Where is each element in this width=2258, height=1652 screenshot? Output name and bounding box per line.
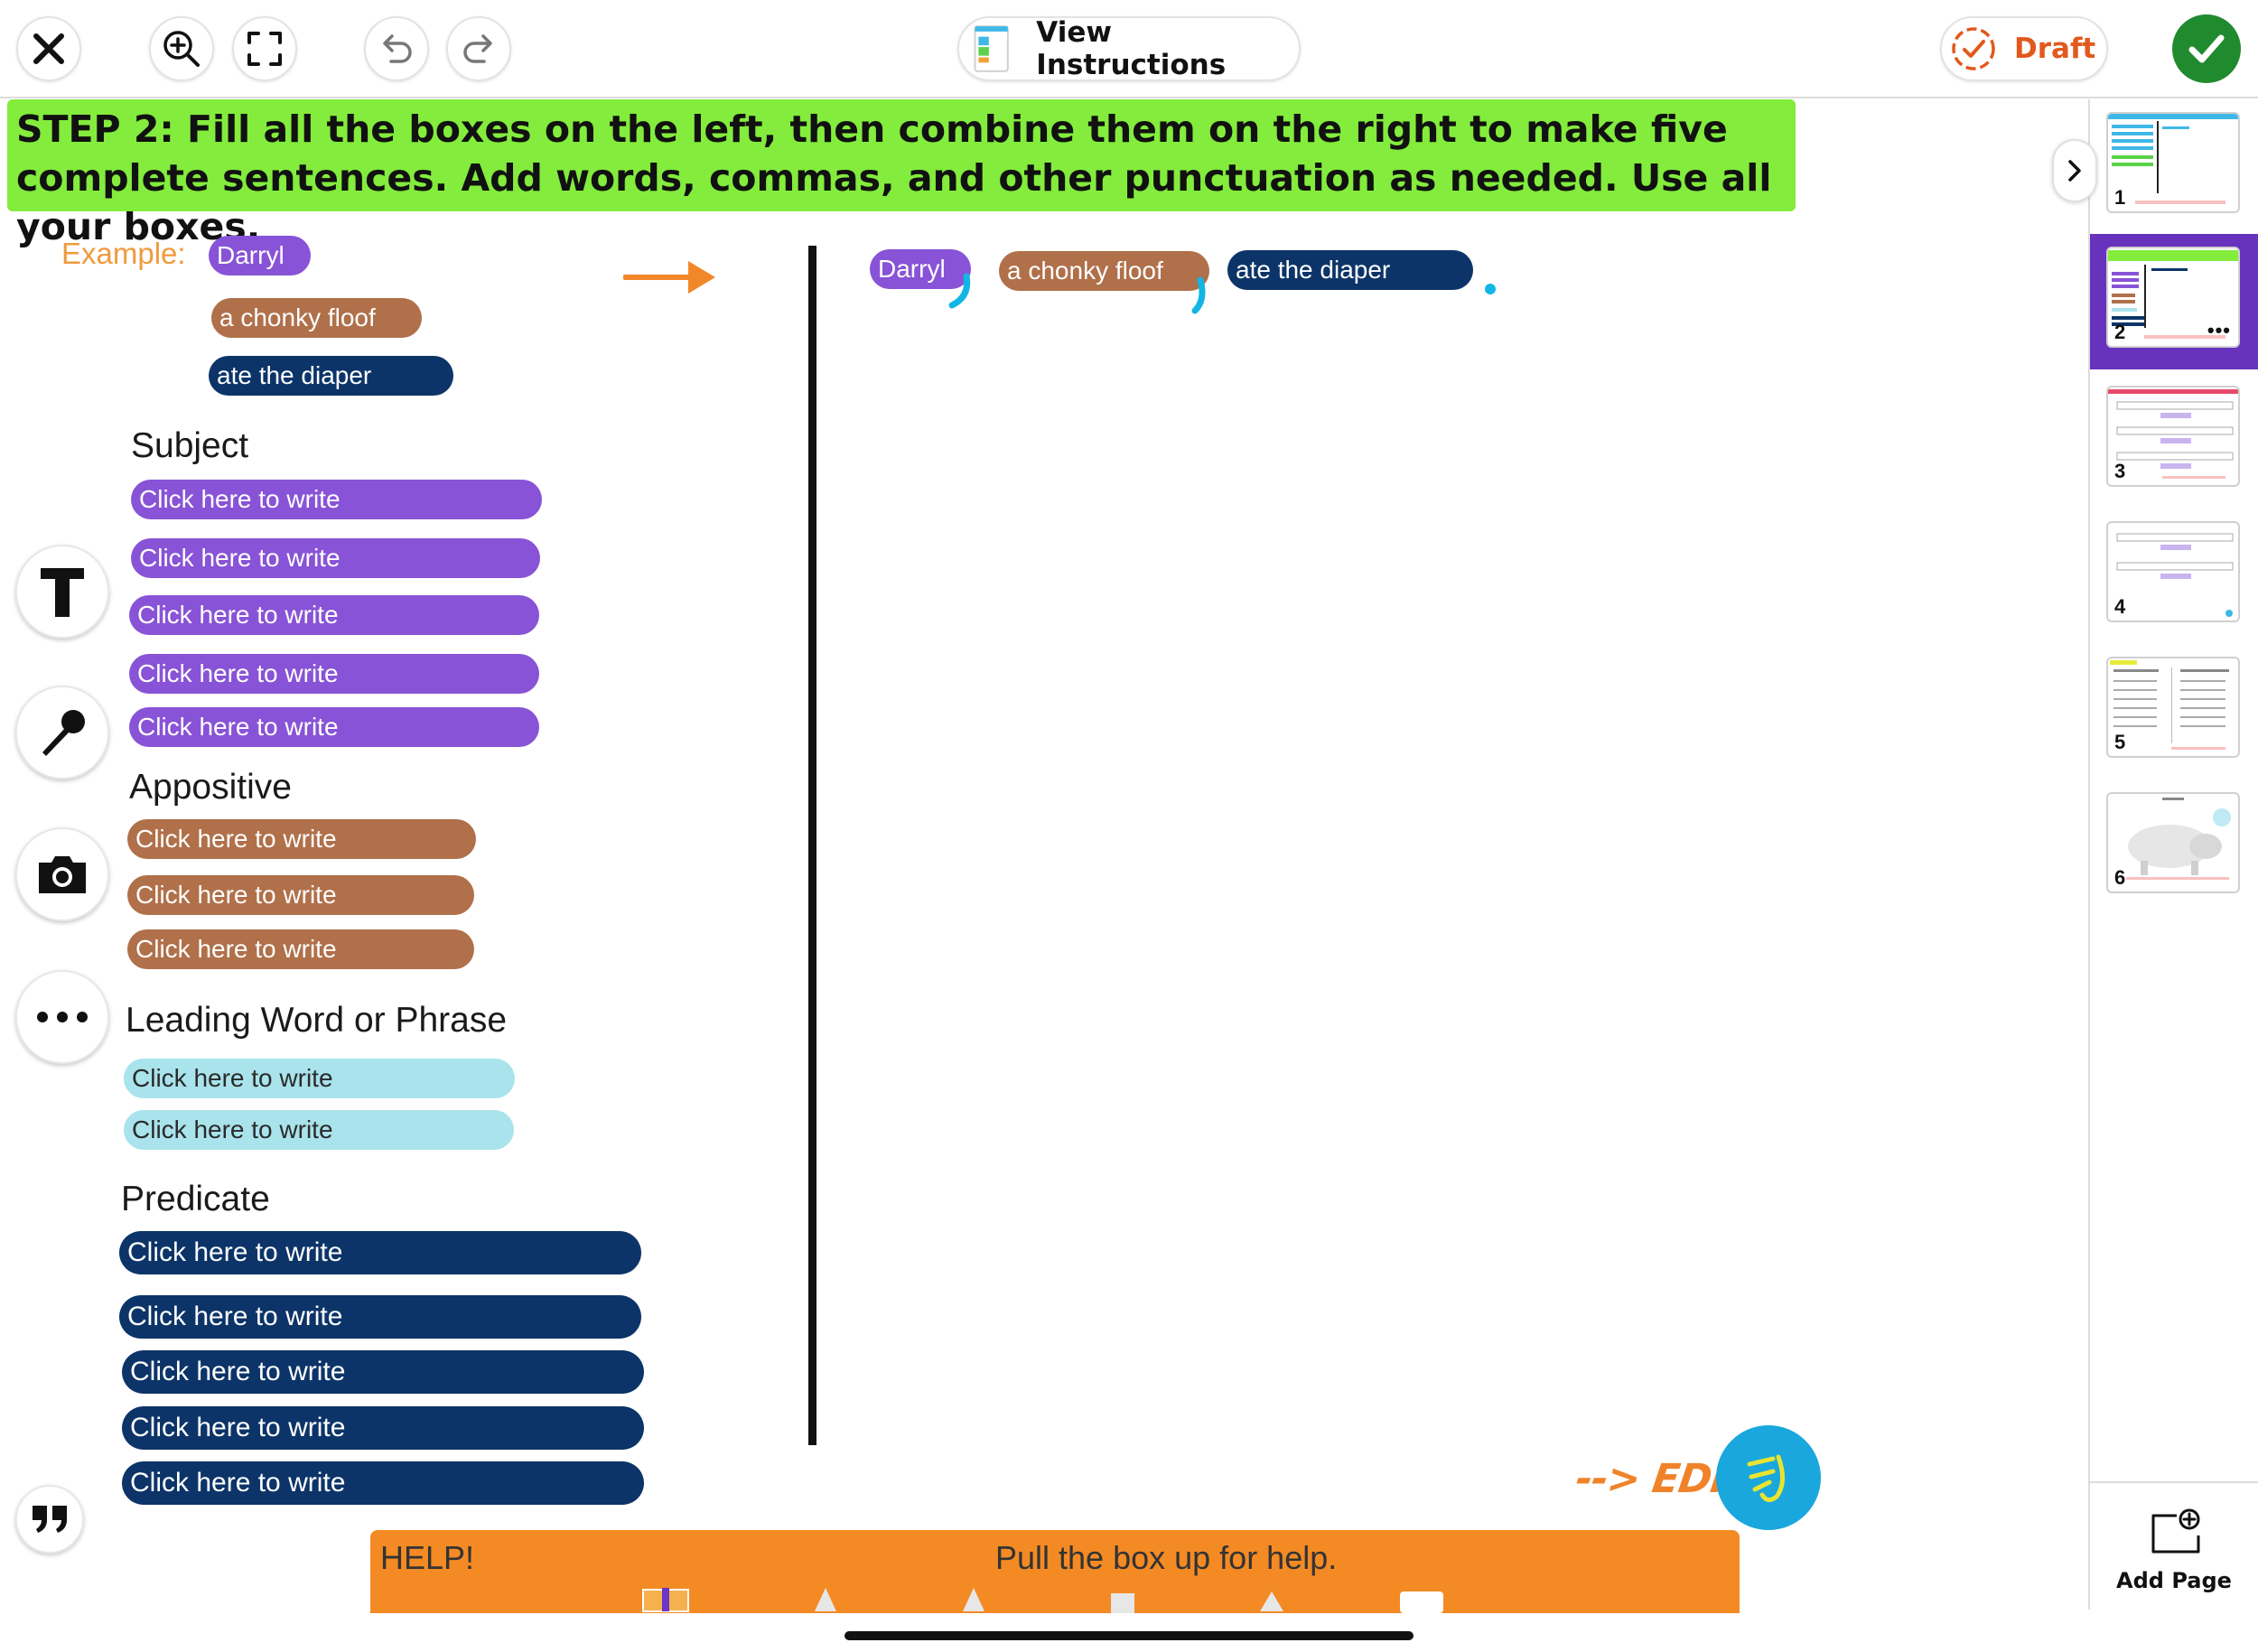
chevron-right-icon [2068,160,2081,182]
example-appositive-box[interactable]: a chonky floof [211,298,422,338]
edit-button[interactable] [1716,1425,1821,1530]
comma-mark-1 [948,273,971,309]
page-thumbnail-5[interactable]: 5 [2106,657,2240,758]
example-predicate-box[interactable]: ate the diaper [209,356,453,396]
predicate-box-1[interactable]: Click here to write [119,1231,641,1274]
zoom-in-icon [163,31,200,67]
page-preview-3 [2108,389,2238,479]
example-label: Example: [61,237,186,270]
help-hint: Pull the box up for help. [995,1539,1338,1576]
column-divider [808,246,816,1445]
add-page-label: Add Page [2116,1568,2232,1593]
appositive-section-title: Appositive [129,768,292,807]
subject-box-2[interactable]: Click here to write [131,538,540,578]
submit-button[interactable] [2172,14,2241,83]
page-preview-1 [2108,114,2238,204]
comma-mark-2 [1191,276,1206,314]
leading-section-title: Leading Word or Phrase [126,1001,508,1040]
predicate-box-5[interactable]: Click here to write [122,1461,644,1505]
predicate-box-3[interactable]: Click here to write [122,1350,644,1394]
page-number-1: 1 [2114,186,2126,209]
home-indicator [844,1631,1414,1640]
page-thumbnail-1[interactable]: 1 [2106,112,2240,213]
draft-status-icon [1952,27,1995,70]
text-icon [41,568,84,617]
camera-icon [39,856,86,893]
quote-icon [33,1506,67,1533]
subject-box-3[interactable]: Click here to write [129,595,539,635]
combined-predicate-box[interactable]: ate the diaper [1227,250,1473,290]
undo-button[interactable] [364,16,429,81]
edit-logo-icon [1747,1454,1785,1502]
combined-appositive-box[interactable]: a chonky floof [999,251,1209,291]
close-button[interactable] [16,16,81,81]
draft-button[interactable]: Draft [1940,16,2108,81]
page-thumbnail-3[interactable]: 3 [2106,386,2240,487]
text-tool-button[interactable] [15,545,109,639]
microphone-icon [42,710,85,756]
help-label: HELP! [380,1539,475,1576]
instruction-banner: STEP 2: Fill all the boxes on the left, … [7,99,1796,248]
top-toolbar: View Instructions Draft [0,0,2258,98]
add-page-button[interactable]: Add Page [2090,1481,2258,1610]
view-instructions-button[interactable]: View Instructions [957,16,1301,81]
zoom-in-button[interactable] [149,16,214,81]
page-thumbnail-6[interactable]: 6 [2106,792,2240,893]
subject-box-5[interactable]: Click here to write [129,707,539,747]
page-preview-6 [2126,798,2231,880]
page-number-5: 5 [2114,731,2126,753]
collapse-panel-button[interactable] [2052,139,2097,202]
fullscreen-button[interactable] [232,16,297,81]
page-preview-4 [2116,533,2234,617]
view-instructions-label: View Instructions [1036,16,1227,81]
leading-box-1[interactable]: Click here to write [124,1059,515,1098]
page-number-3: 3 [2114,460,2126,482]
checkmark-icon [2188,34,2225,63]
microphone-button[interactable] [15,686,109,779]
instructions-icon [974,25,1009,72]
help-drawer[interactable]: HELP! Pull the box up for help. [370,1530,1740,1613]
redo-icon [463,34,492,63]
appositive-box-3[interactable]: Click here to write [127,929,474,969]
add-page-icon [2151,1508,2200,1554]
more-icon [37,1012,88,1022]
period-mark [1485,284,1496,294]
arrow-right-icon [622,261,715,294]
quote-button[interactable] [15,1485,84,1554]
page-thumbnail-2[interactable]: 2 ••• [2106,247,2240,348]
page-thumbnail-4[interactable]: 4 [2106,521,2240,622]
appositive-box-1[interactable]: Click here to write [127,819,476,859]
predicate-section-title: Predicate [121,1180,270,1218]
example-arrow [622,257,717,302]
page-preview-5 [2110,660,2229,750]
leading-box-2[interactable]: Click here to write [124,1110,514,1150]
close-icon [33,33,64,64]
predicate-box-4[interactable]: Click here to write [122,1406,644,1450]
page-preview-2 [2108,250,2238,339]
more-tools-button[interactable] [15,970,109,1064]
redo-button[interactable] [446,16,511,81]
fullscreen-icon [247,32,282,66]
predicate-box-2[interactable]: Click here to write [119,1295,641,1339]
combined-subject-box[interactable]: Darryl [870,249,971,289]
example-subject-box[interactable]: Darryl [209,236,311,275]
undo-icon [383,34,412,63]
subject-box-1[interactable]: Click here to write [131,480,542,519]
subject-box-4[interactable]: Click here to write [129,654,539,694]
page-more-options[interactable]: ••• [2207,319,2231,341]
camera-button[interactable] [15,827,109,921]
page-number-4: 4 [2114,595,2126,618]
page-number-2: 2 [2114,321,2126,343]
page-number-6: 6 [2114,866,2126,889]
subject-section-title: Subject [131,426,249,465]
appositive-box-2[interactable]: Click here to write [127,875,474,915]
help-tool-icons [642,1588,1443,1613]
draft-label: Draft [2014,33,2096,65]
